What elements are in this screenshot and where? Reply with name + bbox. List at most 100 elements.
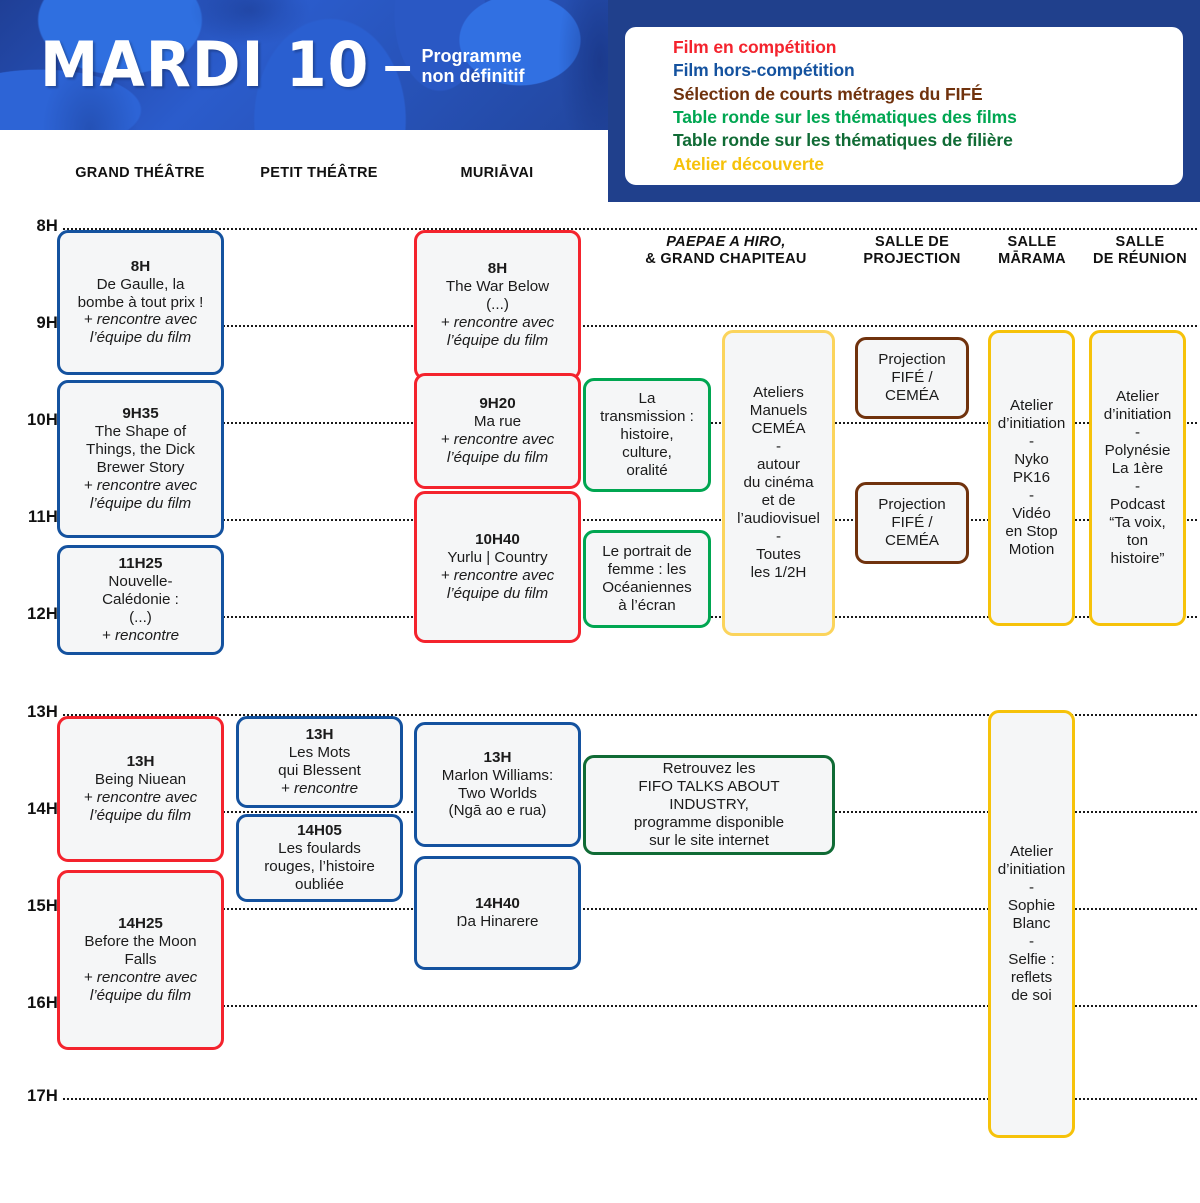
event-projection-fife-cemea-2[interactable]: Projection FIFÉ / CEMÉA	[855, 482, 969, 564]
event-title-line2: (...)	[486, 296, 509, 314]
event-title-line3: CEMÉA	[884, 386, 939, 404]
title-dash: –	[383, 37, 412, 93]
event-title-line2: FIFO TALKS ABOUT	[638, 778, 780, 796]
time-label-13h: 13H	[27, 703, 58, 721]
event-note-line2: l’équipe du film	[89, 329, 192, 347]
time-label-14h: 14H	[27, 800, 58, 818]
event-note-line1: + rencontre avec	[440, 313, 555, 331]
event-title-line1: Marlon Williams:	[441, 766, 554, 784]
legend-item-table-ronde-filiere: Table ronde sur les thématiques de filiè…	[673, 130, 1013, 151]
event-text: 13H Being Niuean + rencontre avec l’équi…	[84, 753, 198, 825]
event-title-line1: La	[638, 390, 656, 408]
event-grand-theatre-13h[interactable]: 13H Being Niuean + rencontre avec l’équi…	[57, 716, 224, 862]
legend-item-atelier-decouverte: Atelier découverte	[673, 153, 824, 174]
event-title-line4: Sophie	[1007, 897, 1056, 915]
legend-item-table-ronde-films: Table ronde sur les thématiques des film…	[673, 107, 1017, 128]
event-title-line6: du cinéma	[743, 474, 814, 492]
event-note-line1: + rencontre avec	[83, 311, 198, 329]
event-time: 9H20	[479, 395, 516, 413]
page-title: MARDI 10	[40, 28, 370, 101]
event-title-line1: Retrouvez les	[662, 760, 756, 778]
event-atelier-nyko-pk16[interactable]: Atelier d’initiation - Nyko PK16 - Vidéo…	[988, 330, 1075, 626]
event-text: 11H25 Nouvelle- Calédonie : (...) + renc…	[102, 555, 179, 645]
event-atelier-polynesie-la-1ere[interactable]: Atelier d’initiation - Polynésie La 1ère…	[1089, 330, 1186, 626]
legend-box: Film en compétition Film hors-compétitio…	[622, 24, 1186, 188]
time-label-8h: 8H	[36, 217, 58, 235]
event-title-line3: -	[1028, 433, 1035, 451]
column-header-reunion-line1: SALLE	[1115, 234, 1165, 250]
event-title-line8: reflets	[1010, 968, 1053, 986]
event-text: Atelier d’initiation - Sophie Blanc - Se…	[998, 843, 1066, 1004]
event-title-line4: -	[775, 438, 782, 456]
event-title-line7: en Stop	[1005, 522, 1058, 540]
legend-item-film-en-competition: Film en compétition	[673, 37, 837, 57]
programme-subtitle-line1: Programme	[421, 45, 522, 66]
event-table-ronde-portrait-de-femme[interactable]: Le portrait de femme : les Océaniennes à…	[583, 530, 711, 628]
column-header-paepae-line1: PAEPAE A HIRO,	[666, 234, 786, 250]
event-title-line2: transmission :	[600, 408, 694, 426]
event-title-line7: et de	[761, 491, 796, 509]
event-muriavai-10h40[interactable]: 10H40 Yurlu | Country + rencontre avec l…	[414, 491, 581, 643]
event-title-line3: -	[1134, 424, 1141, 442]
event-table-ronde-transmission[interactable]: La transmission : histoire, culture, ora…	[583, 378, 711, 492]
event-time: 14H25	[118, 915, 163, 933]
event-muriavai-13h[interactable]: 13H Marlon Williams: Two Worlds (Ngā ao …	[414, 722, 581, 847]
event-text: 14H40 Ŋa Hinarere	[457, 895, 539, 931]
event-note-line2: l’équipe du film	[446, 448, 549, 466]
event-atelier-sophie-blanc[interactable]: Atelier d’initiation - Sophie Blanc - Se…	[988, 710, 1075, 1138]
event-fifo-talks-about-industry[interactable]: Retrouvez les FIFO TALKS ABOUT INDUSTRY,…	[583, 755, 835, 855]
event-title-line3: INDUSTRY,	[669, 796, 749, 814]
event-time: 9H35	[122, 405, 159, 423]
event-petit-theatre-14h05[interactable]: 14H05 Les foulards rouges, l’histoire ou…	[236, 814, 403, 902]
event-text: 14H25 Before the Moon Falls + rencontre …	[84, 915, 198, 1005]
event-ateliers-manuels-cemea[interactable]: Ateliers Manuels CEMÉA - autour du ciném…	[722, 330, 835, 636]
event-title-line1: The Shape of	[94, 423, 187, 441]
event-title-line5: oralité	[626, 461, 668, 479]
event-petit-theatre-13h[interactable]: 13H Les Mots qui Blessent + rencontre	[236, 716, 403, 808]
event-title-line4: à l’écran	[618, 596, 676, 614]
event-text: 10H40 Yurlu | Country + rencontre avec l…	[441, 531, 555, 603]
event-title-line1: De Gaulle, la	[96, 275, 185, 293]
event-title-line1: Les Mots	[288, 744, 351, 762]
event-title-line1: Ŋa Hinarere	[456, 913, 539, 930]
column-header-projection-line1: SALLE DE	[874, 234, 950, 250]
column-header-paepae-line2: & GRAND CHAPITEAU	[645, 251, 807, 268]
column-header-reunion-line2: DE RÉUNION	[1092, 251, 1188, 268]
time-rule-16h	[63, 1005, 1197, 1007]
event-title-line8: “Ta voix,	[1109, 513, 1166, 531]
event-muriavai-9h20[interactable]: 9H20 Ma rue + rencontre avec l’équipe du…	[414, 373, 581, 489]
event-title-line3: (...)	[129, 608, 152, 626]
time-label-11h: 11H	[28, 508, 58, 526]
time-label-12h: 12H	[27, 605, 58, 623]
schedule-grid: GRAND THÉÂTRE PETIT THÉÂTRE MURIĀVAI PAE…	[0, 130, 1200, 1203]
event-title-line3: histoire,	[620, 426, 674, 444]
event-muriavai-8h[interactable]: 8H The War Below (...) + rencontre avec …	[414, 230, 581, 380]
event-title-line2: d’initiation	[997, 415, 1066, 433]
event-text: La transmission : histoire, culture, ora…	[600, 390, 694, 480]
event-title-line3: CEMÉA	[884, 531, 939, 549]
event-grand-theatre-11h25[interactable]: 11H25 Nouvelle- Calédonie : (...) + renc…	[57, 545, 224, 655]
event-grand-theatre-8h[interactable]: 8H De Gaulle, la bombe à tout prix ! + r…	[57, 230, 224, 375]
column-header-projection-line2: PROJECTION	[863, 251, 961, 268]
event-text: 9H35 The Shape of Things, the Dick Brewe…	[84, 405, 198, 513]
column-header-marama-line1: SALLE	[1007, 234, 1057, 250]
event-projection-fife-cemea-1[interactable]: Projection FIFÉ / CEMÉA	[855, 337, 969, 419]
event-time: 11H25	[118, 555, 163, 573]
event-title-line2: d’initiation	[997, 861, 1066, 879]
event-grand-theatre-9h35[interactable]: 9H35 The Shape of Things, the Dick Brewe…	[57, 380, 224, 538]
event-time: 13H	[126, 753, 155, 771]
event-text: Le portrait de femme : les Océaniennes à…	[602, 543, 692, 615]
time-label-9h: 9H	[36, 314, 58, 332]
event-title-line2: Manuels	[749, 402, 808, 420]
event-note-line1: + rencontre	[280, 779, 359, 797]
event-title-line3: -	[1028, 879, 1035, 897]
event-title-line5: -	[1028, 486, 1035, 504]
event-grand-theatre-14h25[interactable]: 14H25 Before the Moon Falls + rencontre …	[57, 870, 224, 1050]
event-title-line10: Toutes	[756, 545, 801, 563]
event-title-line2: bombe à tout prix !	[77, 293, 204, 311]
event-title-line1: Ateliers	[753, 384, 804, 402]
legend-item-film-hors-competition: Film hors-compétition	[673, 60, 855, 81]
event-note-line2: l’équipe du film	[89, 494, 192, 512]
event-muriavai-14h40[interactable]: 14H40 Ŋa Hinarere	[414, 856, 581, 970]
time-rule-9h	[63, 325, 1197, 327]
